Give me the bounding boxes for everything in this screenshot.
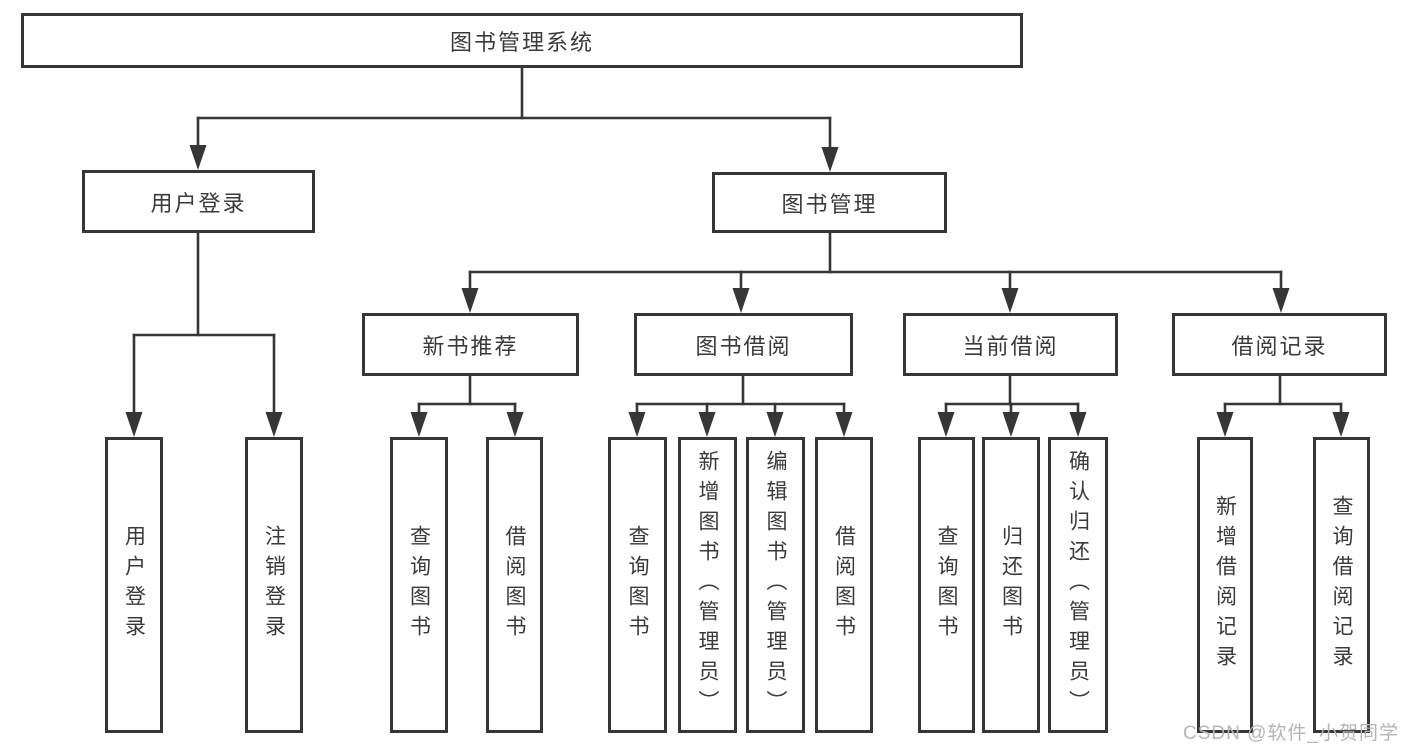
node-book-mgmt: 图书管理 <box>712 172 947 233</box>
node-label-cb-query-books: 查询图书 <box>935 525 958 645</box>
node-current-borrow: 当前借阅 <box>903 313 1118 376</box>
arrowhead-icon <box>1001 288 1019 313</box>
arrowhead-icon <box>1002 412 1020 437</box>
arrowhead-icon <box>189 145 207 170</box>
arrowhead-icon <box>125 412 143 437</box>
node-label-logout-leaf: 注销登录 <box>262 525 286 645</box>
node-borrow-records: 借阅记录 <box>1172 313 1387 376</box>
arrowhead-icon <box>937 412 955 437</box>
node-logout-leaf: 注销登录 <box>245 437 303 733</box>
node-bb-edit-books: 编辑图书（管理员） <box>746 437 805 733</box>
node-root: 图书管理系统 <box>21 13 1023 68</box>
node-label-current-borrow: 当前借阅 <box>962 333 1059 359</box>
node-nb-query-books: 查询图书 <box>390 437 448 733</box>
node-user-login: 用户登录 <box>82 170 315 233</box>
node-label-user-login: 用户登录 <box>150 190 247 216</box>
node-label-new-book-rec: 新书推荐 <box>422 333 519 359</box>
node-bb-borrow-books: 借阅图书 <box>815 437 873 733</box>
node-label-bb-edit-books: 编辑图书（管理员） <box>764 450 787 720</box>
node-new-book-rec: 新书推荐 <box>362 313 579 376</box>
node-label-cb-return-books: 归还图书 <box>999 525 1023 645</box>
node-label-book-borrow: 图书借阅 <box>695 333 792 359</box>
node-label-borrow-records: 借阅记录 <box>1231 333 1328 359</box>
node-label-br-add-record: 新增借阅记录 <box>1213 495 1237 675</box>
arrowhead-icon <box>1069 412 1087 437</box>
node-label-bb-borrow-books: 借阅图书 <box>832 525 856 645</box>
arrowhead-icon <box>461 288 479 313</box>
node-label-bb-add-books: 新增图书（管理员） <box>696 450 719 720</box>
node-br-add-record: 新增借阅记录 <box>1197 437 1253 733</box>
arrowhead-icon <box>766 412 784 437</box>
node-nb-borrow-books: 借阅图书 <box>486 437 543 733</box>
node-label-cb-confirm-return: 确认归还（管理员） <box>1066 450 1090 720</box>
watermark: CSDN @软件_小贺同学 <box>1183 723 1399 744</box>
arrowhead-icon <box>410 412 428 437</box>
node-label-user-login-leaf: 用户登录 <box>122 525 146 645</box>
node-br-query-record: 查询借阅记录 <box>1313 437 1370 733</box>
node-label-bb-query-books: 查询图书 <box>626 525 649 645</box>
arrowhead-icon <box>1216 412 1234 437</box>
node-bb-query-books: 查询图书 <box>608 437 667 733</box>
arrowhead-icon <box>1332 412 1350 437</box>
node-cb-confirm-return: 确认归还（管理员） <box>1048 437 1108 733</box>
arrowhead-icon <box>698 412 716 437</box>
arrowhead-icon <box>506 412 524 437</box>
node-label-book-mgmt: 图书管理 <box>781 191 878 217</box>
node-label-nb-query-books: 查询图书 <box>407 525 431 645</box>
node-user-login-leaf: 用户登录 <box>105 437 163 733</box>
arrowhead-icon <box>835 412 853 437</box>
node-cb-return-books: 归还图书 <box>982 437 1040 733</box>
arrowhead-icon <box>628 412 646 437</box>
node-label-root: 图书管理系统 <box>449 29 594 55</box>
node-cb-query-books: 查询图书 <box>918 437 975 733</box>
node-book-borrow: 图书借阅 <box>634 313 853 376</box>
arrowhead-icon <box>732 288 750 313</box>
arrowhead-icon <box>265 412 283 437</box>
arrowhead-icon <box>821 147 839 172</box>
node-label-nb-borrow-books: 借阅图书 <box>503 525 526 645</box>
node-bb-add-books: 新增图书（管理员） <box>678 437 737 733</box>
node-label-br-query-record: 查询借阅记录 <box>1330 495 1353 675</box>
arrowhead-icon <box>1272 288 1290 313</box>
